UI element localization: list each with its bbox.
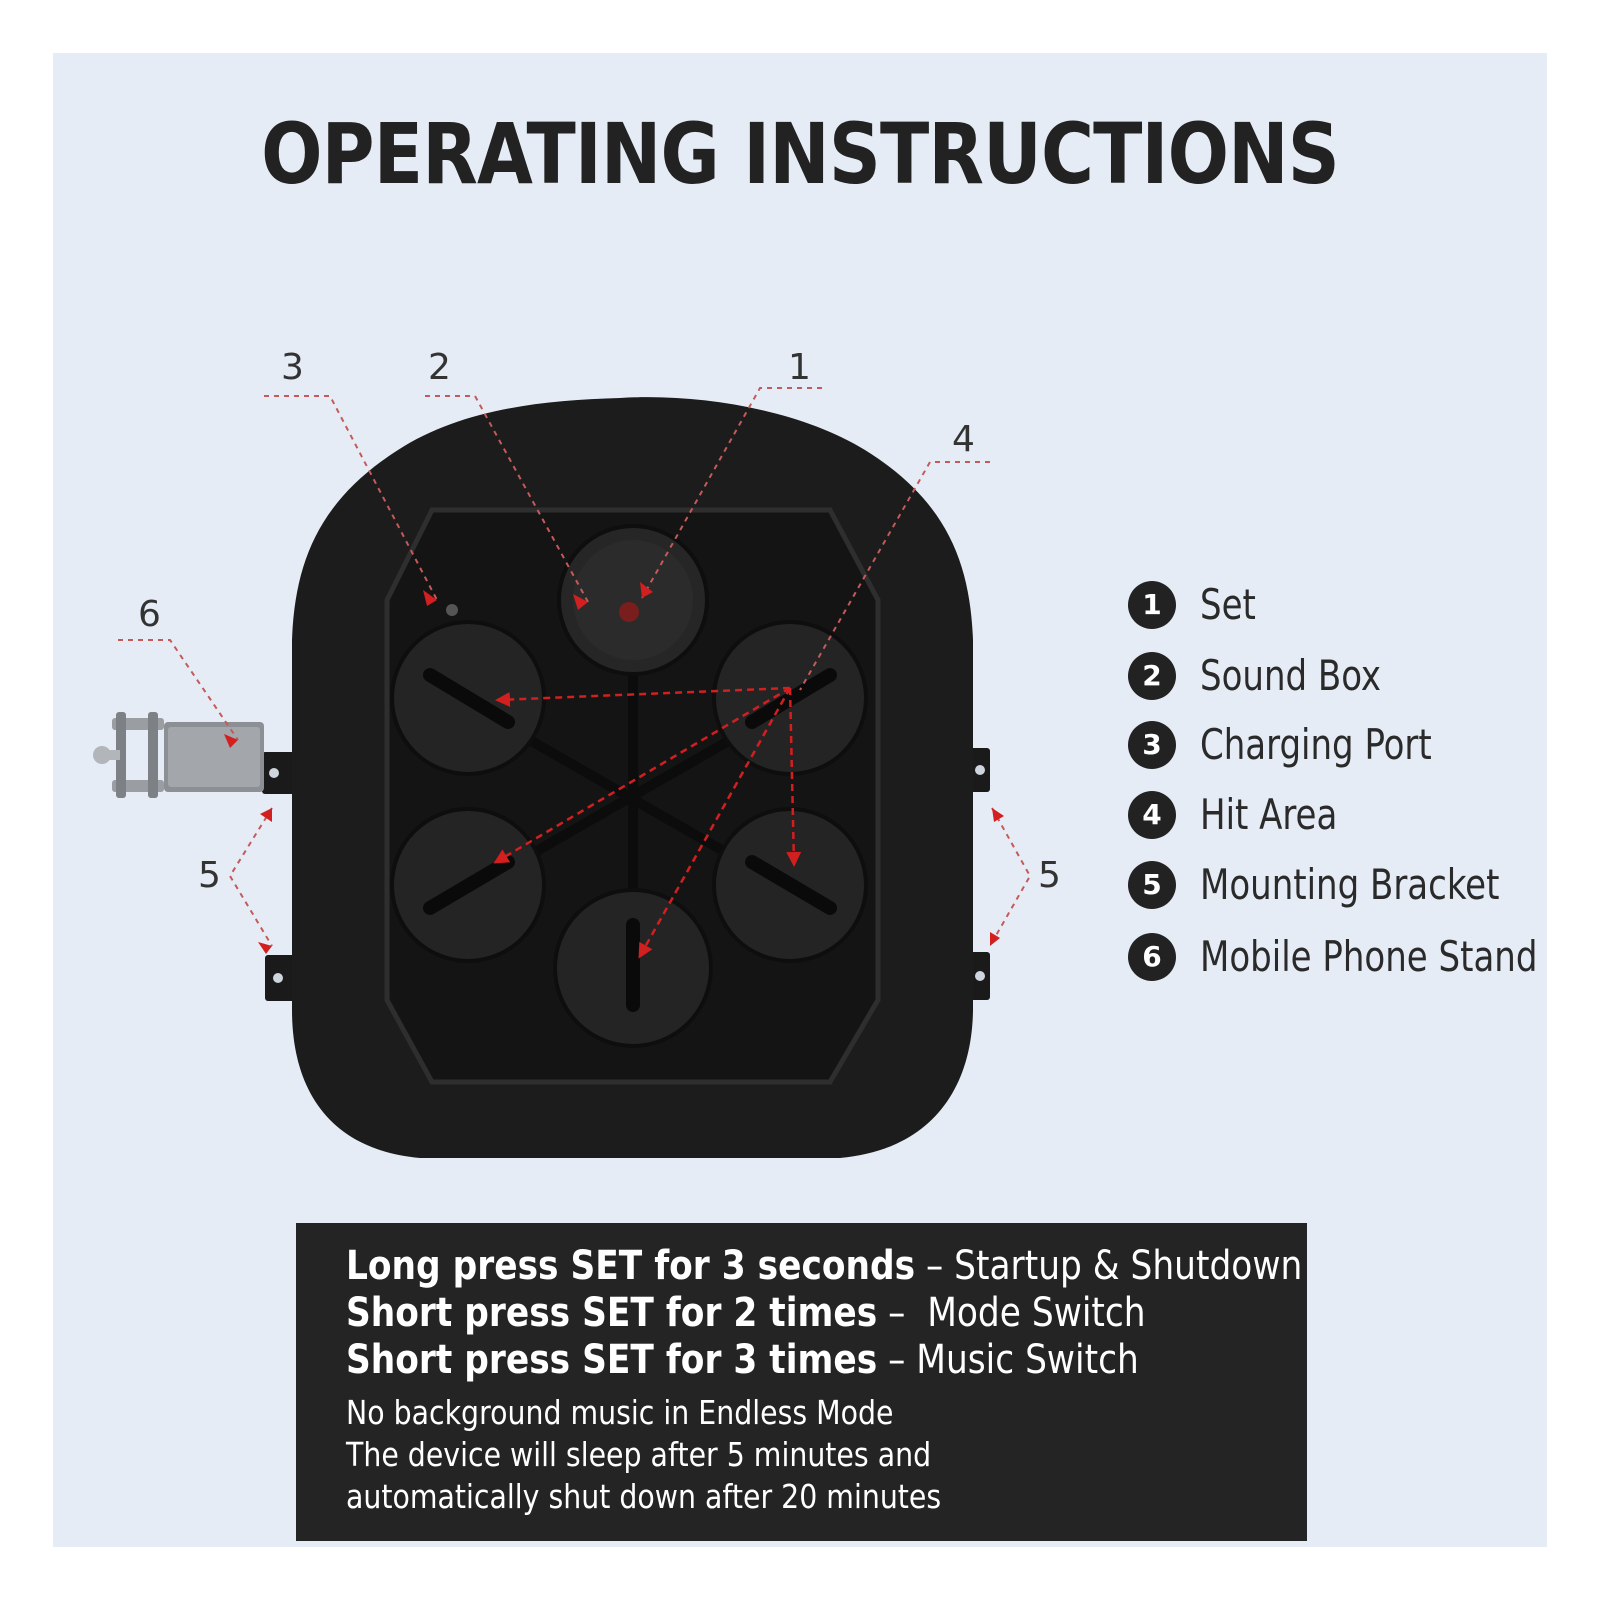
instruction-separator: – xyxy=(877,1337,917,1383)
callout-arrowheads xyxy=(224,582,1004,954)
legend-label: Hit Area xyxy=(1200,790,1338,839)
legend-number-badge: 6 xyxy=(1128,932,1176,981)
callout-number: 5 xyxy=(198,855,221,896)
legend-number-badge: 1 xyxy=(1128,580,1176,629)
legend-item: 3 Charging Port xyxy=(1128,720,1457,769)
legend-label: Charging Port xyxy=(1200,720,1432,769)
legend-item: 2 Sound Box xyxy=(1128,651,1401,700)
callout-number: 5 xyxy=(1038,855,1061,896)
legend-number-badge: 5 xyxy=(1128,860,1176,909)
callout-number: 3 xyxy=(281,347,304,388)
hit-pad xyxy=(390,620,546,776)
legend-item: 5 Mounting Bracket xyxy=(1128,860,1533,909)
callout-number: 2 xyxy=(428,347,451,388)
legend-item: 4 Hit Area xyxy=(1128,790,1353,839)
note-line: No background music in Endless Mode xyxy=(346,1393,894,1432)
legend-item: 6 Mobile Phone Stand xyxy=(1128,932,1575,981)
callout-number: 6 xyxy=(138,594,161,635)
legend-label: Mobile Phone Stand xyxy=(1200,932,1538,981)
note-line: automatically shut down after 20 minutes xyxy=(346,1477,942,1516)
legend-number-badge: 2 xyxy=(1128,651,1176,700)
mounting-bracket-left-top xyxy=(262,752,296,794)
instruction-separator: – xyxy=(877,1290,928,1336)
hit-pad xyxy=(390,807,546,963)
legend-number-badge: 3 xyxy=(1128,720,1176,769)
hit-area-arrows xyxy=(493,686,802,959)
legend-label: Mounting Bracket xyxy=(1200,860,1500,909)
instruction-result: Startup & Shutdown xyxy=(954,1243,1303,1289)
hit-pad xyxy=(553,888,713,1048)
instruction-result: Mode Switch xyxy=(927,1290,1146,1336)
instruction-action: Long press SET for 3 seconds xyxy=(346,1243,916,1289)
callout-number: 1 xyxy=(788,347,811,388)
callout-number: 4 xyxy=(952,419,975,460)
callout-leaders xyxy=(118,387,1032,947)
instruction-line: Short press SET for 3 times – Music Swit… xyxy=(346,1337,1139,1383)
legend-number-badge: 4 xyxy=(1128,790,1176,839)
hit-pad xyxy=(712,807,868,963)
legend-item: 1 Set xyxy=(1128,580,1262,629)
mobile-phone-stand xyxy=(93,712,264,798)
instruction-line: Long press SET for 3 seconds – Startup &… xyxy=(346,1243,1302,1289)
instruction-action: Short press SET for 2 times xyxy=(346,1290,878,1336)
page-title: OPERATING INSTRUCTIONS xyxy=(261,105,1340,203)
instruction-separator: – xyxy=(915,1243,955,1289)
instructions-box: Long press SET for 3 seconds – Startup &… xyxy=(296,1223,1307,1541)
instruction-line: Short press SET for 2 times – Mode Switc… xyxy=(346,1290,1146,1336)
hit-pad xyxy=(712,620,868,776)
instruction-action: Short press SET for 3 times xyxy=(346,1337,878,1383)
mounting-bracket-left-bottom xyxy=(265,955,299,1001)
charging-port xyxy=(446,604,458,616)
note-line: The device will sleep after 5 minutes an… xyxy=(346,1435,932,1474)
legend-label: Sound Box xyxy=(1200,651,1381,700)
legend-label: Set xyxy=(1200,580,1256,629)
instruction-result: Music Switch xyxy=(916,1337,1139,1383)
sound-box xyxy=(557,524,709,676)
